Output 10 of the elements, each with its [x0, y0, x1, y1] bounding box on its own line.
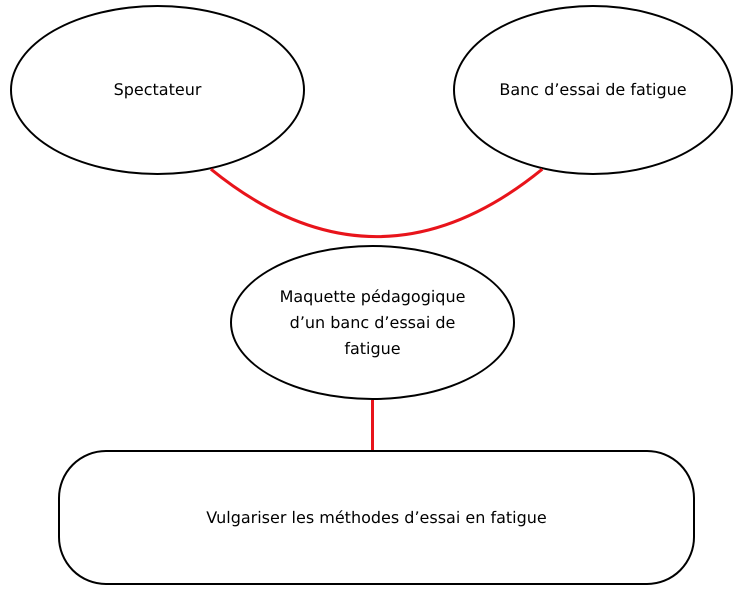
node-label: Vulgariser les méthodes d’essai en fatigue	[206, 506, 547, 528]
ellipse-node	[453, 5, 733, 175]
node-label: Maquette pédagogique d’un banc d’essai de fatigue	[278, 286, 466, 360]
node-label: Banc d’essai de fatigue	[499, 79, 687, 101]
rounded-box	[58, 450, 695, 585]
ellipse-node	[10, 5, 305, 175]
node-label: Spectateur	[114, 79, 202, 101]
ellipse-node	[230, 245, 515, 400]
connector-line	[210, 168, 544, 238]
connector-line	[371, 400, 374, 450]
